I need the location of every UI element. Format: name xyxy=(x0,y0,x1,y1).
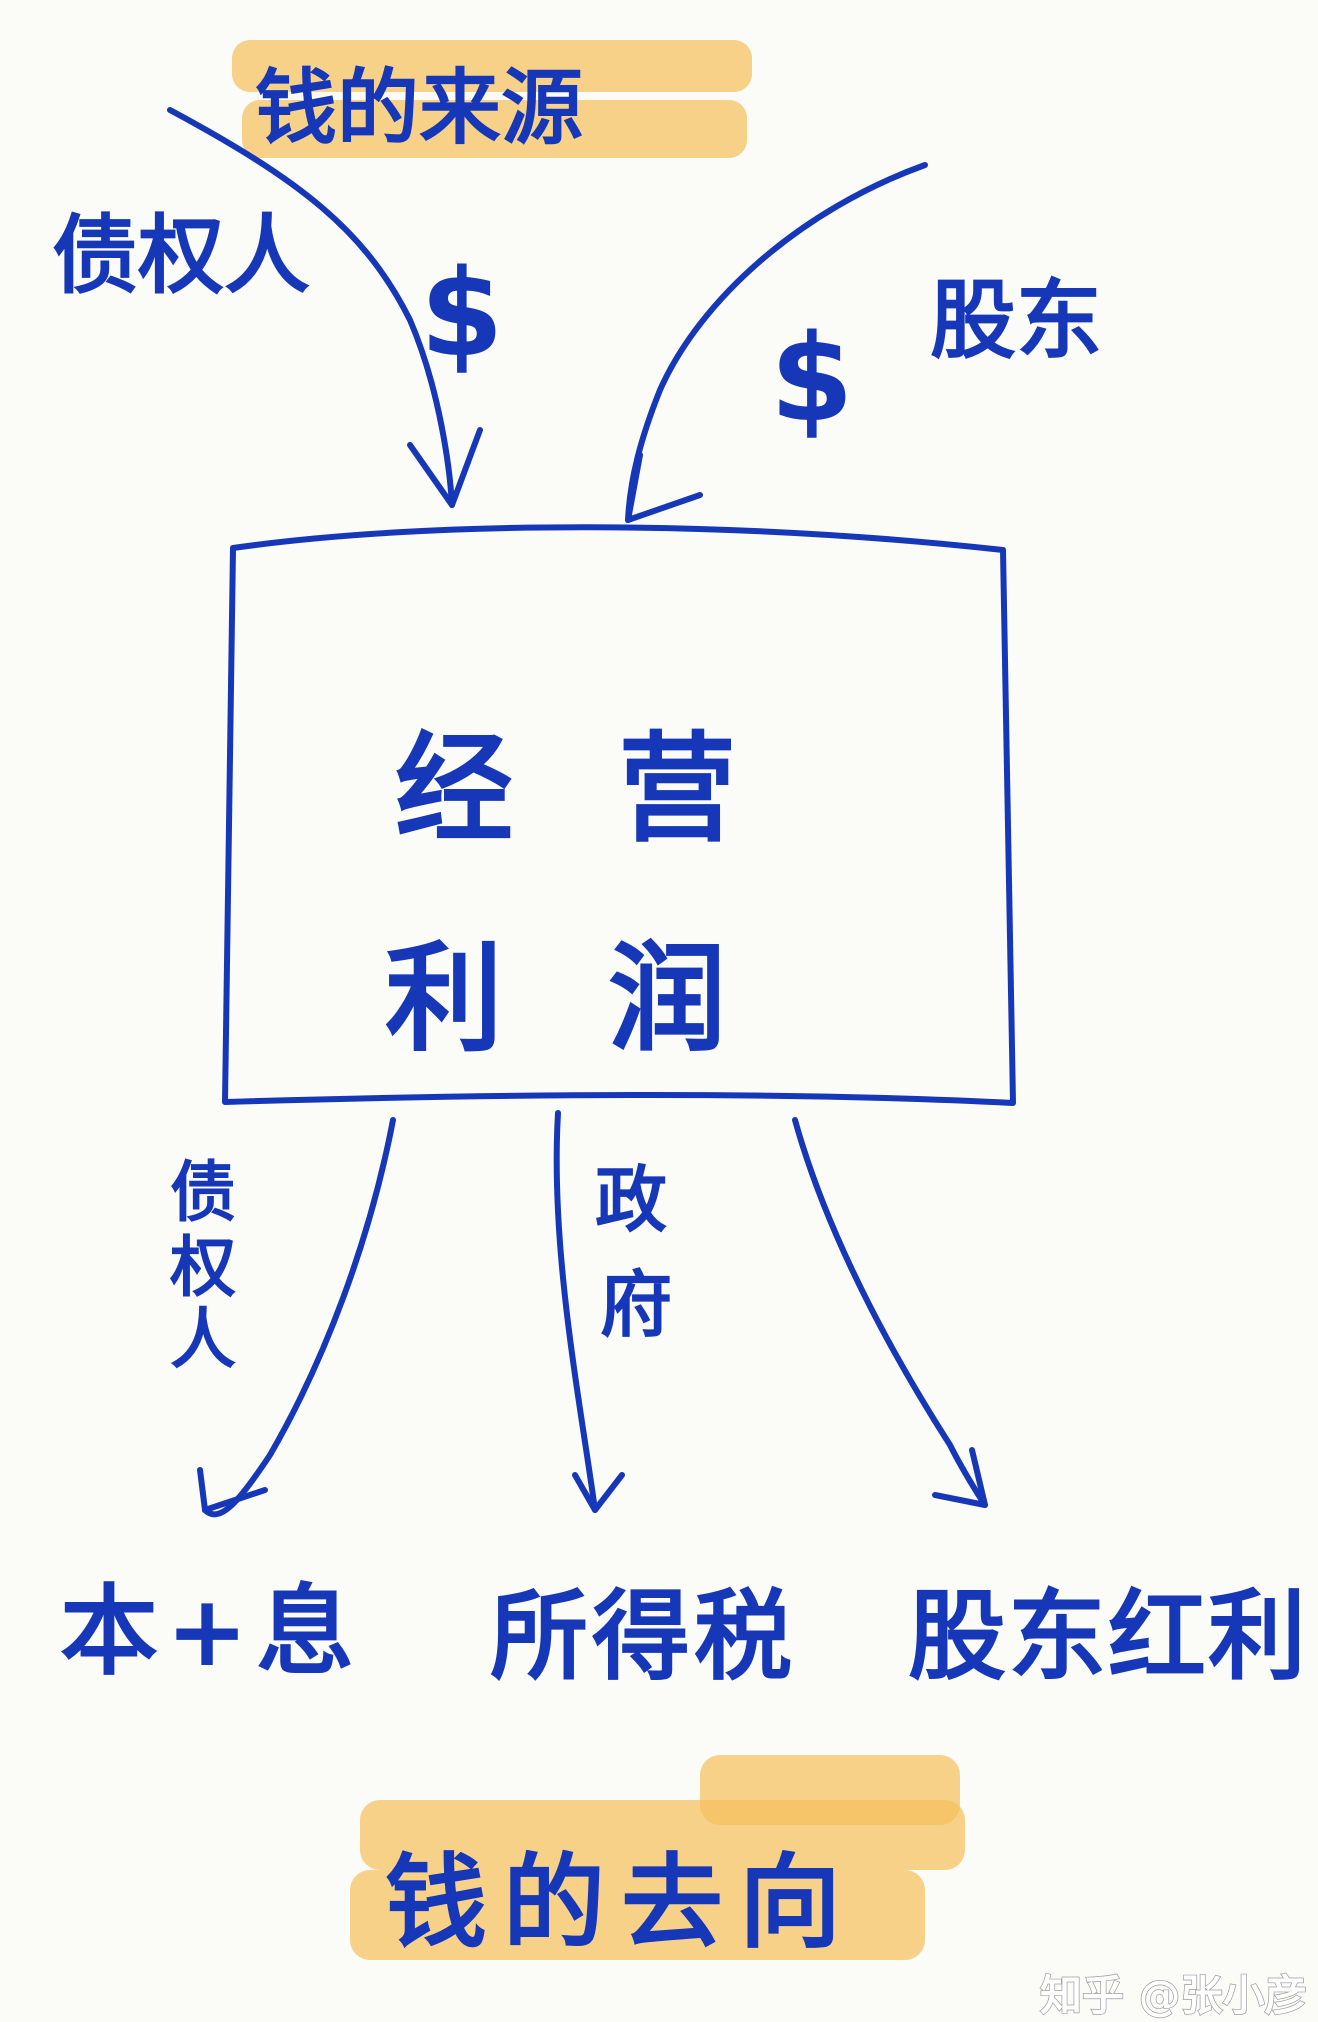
outgoing-arrow-right xyxy=(792,1117,988,1508)
outgoing-arrow-middle xyxy=(553,1110,625,1513)
incoming-arrow-right xyxy=(625,162,928,523)
outgoing-arrow-left xyxy=(197,1117,396,1518)
shareholder-source-label: 股东 xyxy=(930,271,1102,371)
government-vertical-char-2: 府 xyxy=(600,1263,672,1347)
incoming-arrow-left xyxy=(167,107,483,508)
top-title: 钱的来源 xyxy=(255,61,583,156)
bottom-title: 钱的去向 xyxy=(385,1844,857,1963)
top-title-highlight xyxy=(232,40,752,158)
creditor-vertical-label: 债 权 人 xyxy=(169,1154,236,1378)
platform-watermark: 知乎 @张小彦 xyxy=(1040,1971,1307,2020)
center-line-1: 经 营 xyxy=(395,720,768,858)
bottom-title-highlight xyxy=(350,1755,965,1960)
center-line-2: 利 润 xyxy=(385,930,758,1068)
left-dollar-sign: $ xyxy=(420,245,504,384)
right-dollar-sign: $ xyxy=(770,310,854,449)
creditor-vertical-char-2: 权 xyxy=(169,1229,236,1306)
operating-profit-box: 经 营 利 润 xyxy=(222,524,1016,1106)
principal-interest-label: 本+息 xyxy=(60,1575,362,1689)
government-vertical-char-1: 政 xyxy=(595,1158,667,1242)
creditor-vertical-char-1: 债 xyxy=(170,1154,236,1231)
government-vertical-label: 政 府 xyxy=(595,1158,672,1347)
shareholder-dividends-label: 股东红利 xyxy=(908,1580,1308,1694)
creditor-vertical-char-3: 人 xyxy=(170,1301,236,1378)
creditor-source-label: 债权人 xyxy=(52,206,310,306)
income-tax-label: 所得税 xyxy=(490,1580,796,1694)
